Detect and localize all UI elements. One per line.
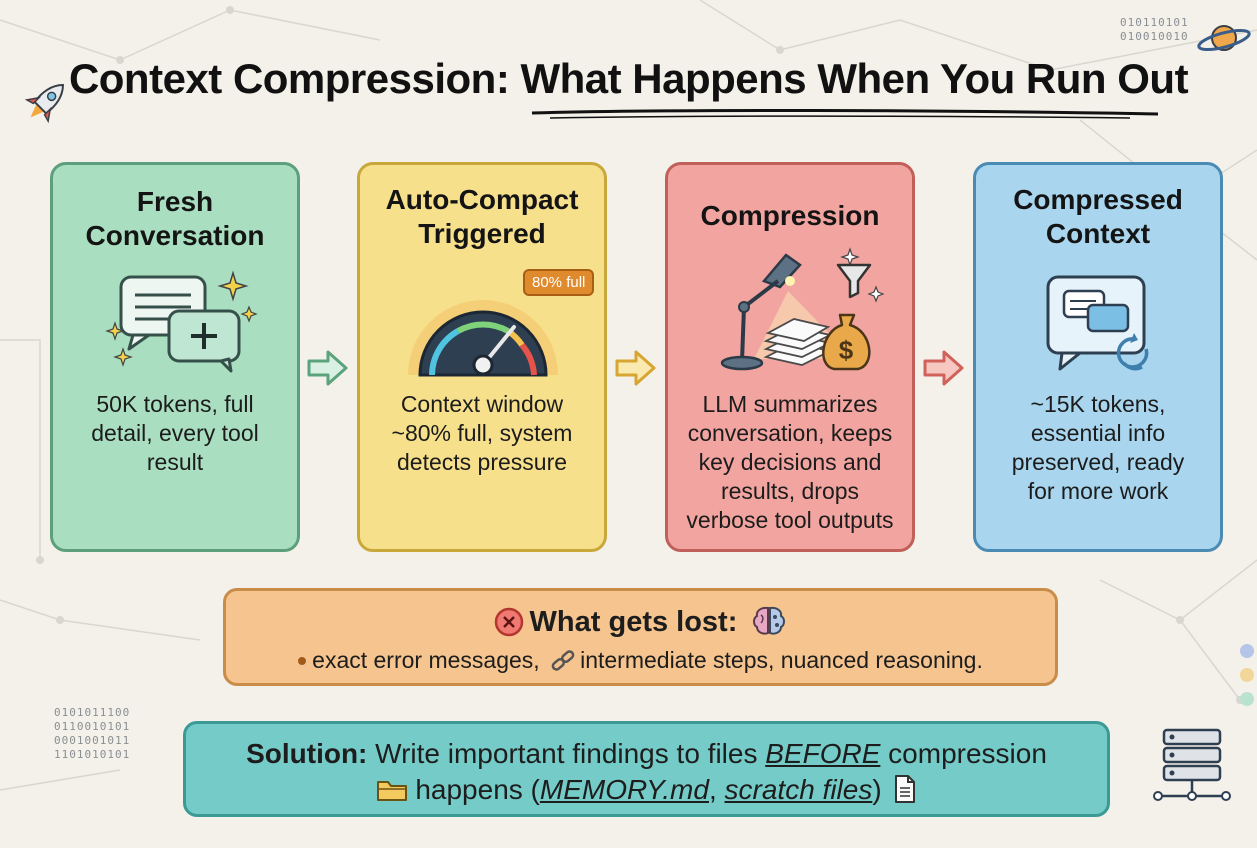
full-badge: 80% full <box>523 269 595 296</box>
card-body: LLM summarizes conversation, keeps key d… <box>686 391 894 533</box>
decor-dot <box>1240 692 1254 706</box>
arrow-right-icon <box>923 350 964 386</box>
what-gets-lost-panel: What gets lost: exact error messages, in… <box>223 588 1058 686</box>
document-icon <box>895 775 916 803</box>
server-icon <box>1153 728 1231 801</box>
card-title: Compression <box>700 200 880 231</box>
arrow-right-icon <box>615 350 656 386</box>
page-title: Context Compression: What Happens When Y… <box>0 55 1257 103</box>
gauge-icon <box>408 300 558 377</box>
card-body: 50K tokens, full detail, every tool resu… <box>91 391 259 475</box>
binary-decoration-bottom: 0101011100 0110010101 0001001011 1101010… <box>54 706 131 761</box>
rocket-icon <box>24 84 64 124</box>
folder-icon <box>376 781 407 801</box>
decor-dot <box>1240 668 1254 682</box>
lamp-documents-moneybag-icon: $ <box>720 247 884 371</box>
lost-heading: What gets lost: <box>226 605 1055 639</box>
solution-panel: Solution: Write important findings to fi… <box>183 721 1110 817</box>
bullet-dot-icon <box>298 657 307 665</box>
card-compression: Compression $ LLM summarizes conversatio… <box>665 162 915 552</box>
arrow-right-icon <box>307 350 348 386</box>
brain-icon <box>753 606 786 635</box>
error-x-icon <box>494 607 523 637</box>
title-underline <box>531 108 1159 119</box>
binary-decoration-top: 010110101 010010010 <box>1120 16 1189 43</box>
planet-icon <box>1197 25 1251 52</box>
decor-dot <box>1240 644 1254 658</box>
broken-chain-icon <box>551 650 575 671</box>
lost-items: exact error messages, intermediate steps… <box>226 647 1055 674</box>
svg-text:$: $ <box>839 335 854 365</box>
chat-refresh-icon <box>1046 275 1149 371</box>
title-part-1: Context Compression: <box>68 55 521 102</box>
solution-label: Solution: <box>246 738 368 769</box>
title-part-2: What Happens When You Run Out <box>520 55 1189 102</box>
chat-bubbles-plus-icon <box>105 270 258 373</box>
card-body: ~15K tokens, essential info preserved, r… <box>1011 391 1185 504</box>
card-body: Context window ~80% full, system detects… <box>391 391 573 475</box>
